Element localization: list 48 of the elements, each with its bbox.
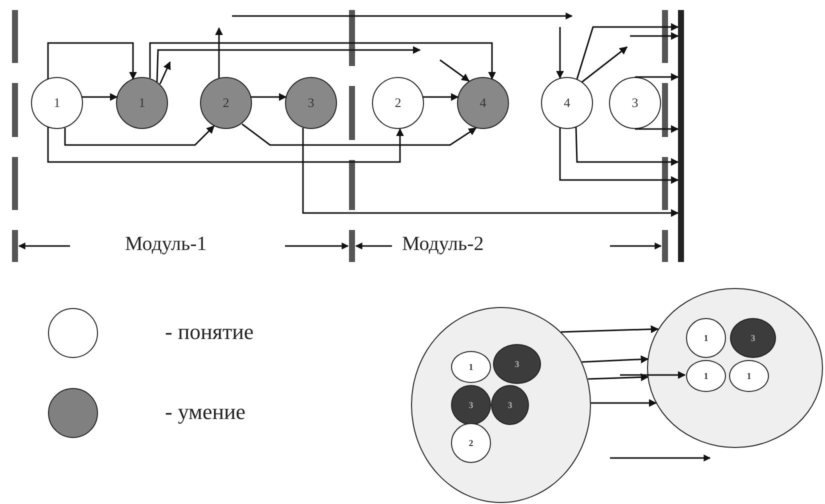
circle-node: 2 <box>200 77 252 129</box>
arrow <box>440 59 470 82</box>
arrow <box>630 32 679 40</box>
circle-node: 1 <box>729 360 769 392</box>
vertical-bar <box>678 10 684 262</box>
arrow <box>82 93 118 101</box>
arrow <box>242 123 477 146</box>
arrow <box>149 42 496 80</box>
circle-node: 2 <box>372 77 424 129</box>
circle-node: 3 <box>285 77 337 129</box>
arrow <box>635 125 679 133</box>
circle-node: 4 <box>457 77 509 129</box>
arrow <box>64 125 215 146</box>
circle-node: 3 <box>491 385 529 425</box>
arrow <box>156 46 421 82</box>
legend-text: - умение <box>165 399 246 425</box>
arrow <box>576 23 679 80</box>
circle-node: 1 <box>451 351 491 383</box>
arrow <box>556 27 564 79</box>
arrow <box>251 93 287 101</box>
arrow <box>582 355 649 364</box>
circle-node: 1 <box>31 77 83 129</box>
module-label: Модуль-1 <box>125 233 207 256</box>
arrow <box>620 371 686 379</box>
circle-node: 2 <box>451 423 491 463</box>
module-label: Модуль-2 <box>402 233 484 256</box>
arrow <box>302 128 679 217</box>
circle-node: 4 <box>541 77 593 129</box>
arrow <box>591 399 657 407</box>
arrow <box>560 325 659 334</box>
arrow <box>47 42 137 80</box>
circle-node: 1 <box>686 318 726 358</box>
arrow <box>559 128 679 184</box>
circle-node: 1 <box>686 360 726 392</box>
circle-node: 3 <box>451 385 491 425</box>
arrow <box>575 126 679 166</box>
circle-node: 3 <box>493 344 541 384</box>
arrow <box>588 373 649 382</box>
arrow <box>215 27 223 78</box>
arrow <box>635 73 679 81</box>
arrow <box>423 93 459 101</box>
arrow <box>582 46 628 83</box>
arrow <box>47 127 404 163</box>
circle-node: 3 <box>609 77 661 129</box>
legend-text: - понятие <box>165 319 254 345</box>
circle-node: 3 <box>730 318 776 358</box>
circle-node: 1 <box>116 77 168 129</box>
arrow <box>159 61 171 84</box>
